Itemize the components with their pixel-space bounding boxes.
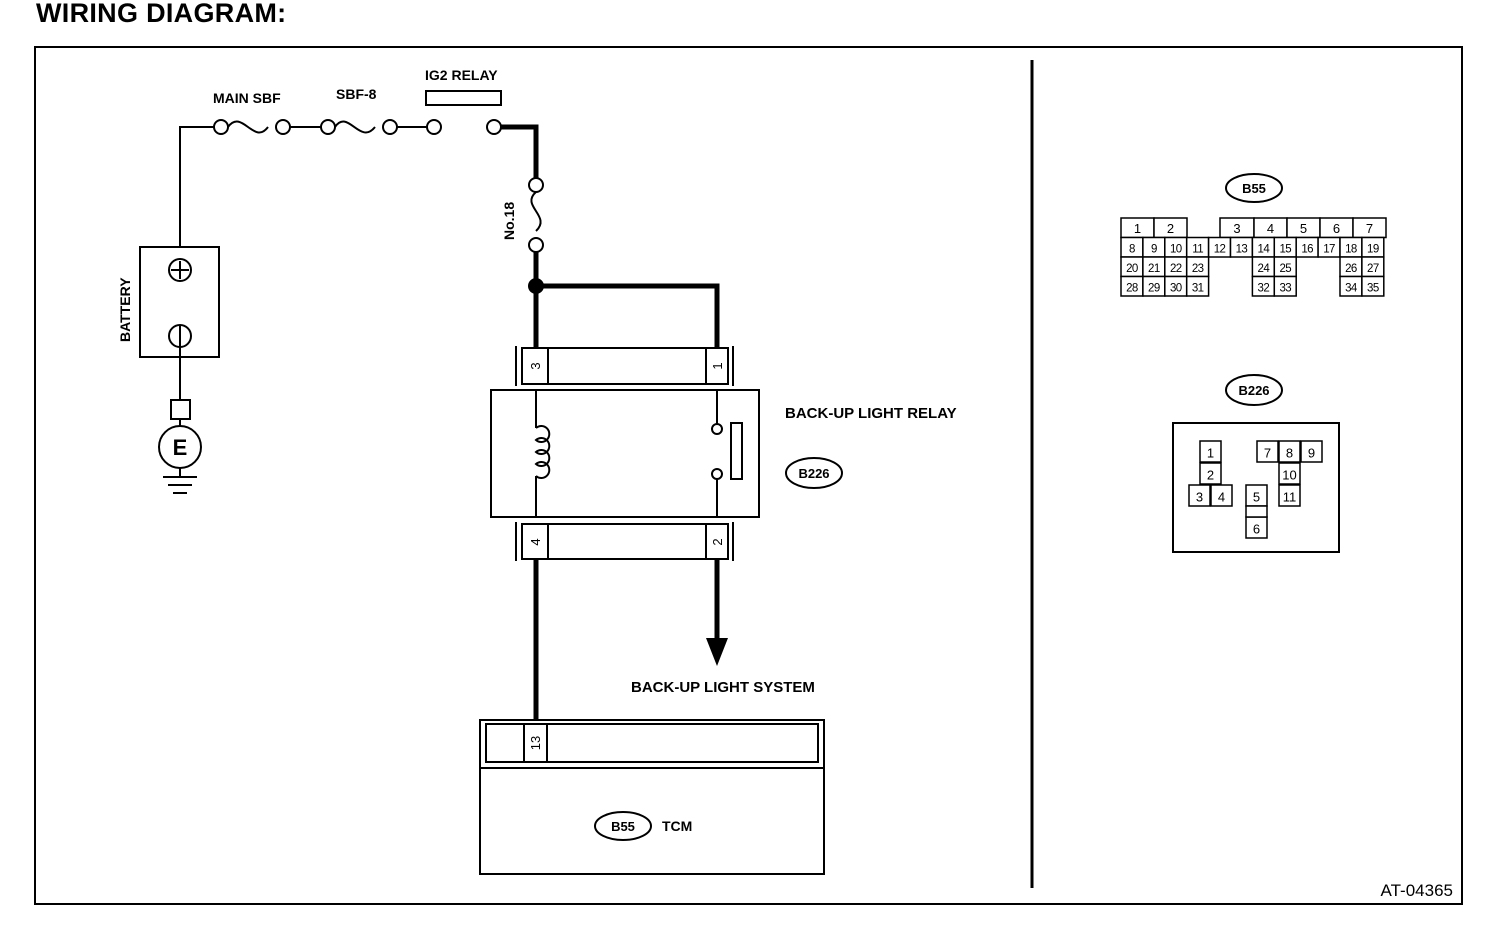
- pin-number: 1: [1207, 446, 1214, 461]
- pin-number: 22: [1170, 263, 1182, 275]
- tcm-connector-ref: B55: [611, 819, 635, 834]
- pin-number: 32: [1258, 283, 1270, 295]
- tcm-module: [479, 719, 825, 875]
- pin-number: 1: [1134, 221, 1141, 236]
- ig2-relay: [425, 90, 502, 135]
- relay-connector-ref: B226: [798, 466, 829, 481]
- relay-coil: [534, 425, 551, 479]
- fuse-no18-label: No.18: [501, 202, 517, 240]
- ground-symbol: [158, 399, 202, 494]
- pin-number: 18: [1345, 244, 1357, 256]
- connector-cavity: [1199, 440, 1222, 463]
- pin-number: 20: [1126, 263, 1138, 275]
- pin-number: 21: [1148, 263, 1160, 275]
- pin-number: 17: [1323, 244, 1335, 256]
- pin-number: 11: [1283, 490, 1297, 505]
- tcm-label: TCM: [662, 818, 692, 834]
- pin-number: 23: [1192, 263, 1204, 275]
- relay-switch-armature: [730, 422, 743, 480]
- b55-view-label: B55: [1242, 181, 1266, 196]
- ground-label: E: [173, 435, 188, 460]
- ig2-relay-label: IG2 RELAY: [425, 67, 498, 83]
- b226-view-label: B226: [1238, 383, 1269, 398]
- connector-cavity: [1188, 484, 1211, 507]
- connector-cavity: [1278, 484, 1301, 507]
- backup-light-relay: [490, 346, 760, 561]
- connector-cavity: [1361, 275, 1385, 297]
- fuse-no18: [528, 177, 544, 253]
- pin-number: 6: [1253, 522, 1260, 537]
- main-sbf-fuse: [213, 119, 291, 135]
- pin-number: 35: [1367, 283, 1379, 295]
- pin-number: 33: [1279, 283, 1291, 295]
- pin-number: 4: [1218, 490, 1225, 505]
- backup-light-relay-label: BACK-UP LIGHT RELAY: [785, 405, 957, 422]
- pin-number: 30: [1170, 283, 1182, 295]
- relay-pin-1: 1: [710, 362, 725, 369]
- connector-cavity: [1300, 440, 1323, 463]
- pin-number: 24: [1258, 263, 1271, 275]
- sbf-8-fuse: [320, 119, 398, 135]
- pin-number: 28: [1126, 283, 1138, 295]
- pin-number: 2: [1167, 221, 1174, 236]
- pin-number: 10: [1282, 468, 1296, 483]
- backup-light-system-label: BACK-UP LIGHT SYSTEM: [631, 679, 815, 696]
- pin-number: 15: [1279, 244, 1291, 256]
- connector-cavity: [1256, 440, 1279, 463]
- pin-number: 16: [1301, 244, 1313, 256]
- connector-cavity: [1278, 440, 1301, 463]
- relay-pin-4: 4: [528, 538, 543, 545]
- arrow-down-icon: [706, 638, 728, 666]
- battery-label: BATTERY: [117, 277, 133, 342]
- main-sbf-label: MAIN SBF: [213, 90, 281, 106]
- pin-number: 26: [1345, 263, 1357, 275]
- tcm-connector-badge: [594, 811, 652, 841]
- pin-number: 2: [1207, 468, 1214, 483]
- pin-number: 8: [1286, 446, 1293, 461]
- pin-number: 7: [1366, 221, 1373, 236]
- pin-number: 29: [1148, 283, 1160, 295]
- pin-number: 19: [1367, 244, 1379, 256]
- pin-number: 13: [1236, 244, 1248, 256]
- pin-number: 14: [1258, 244, 1271, 256]
- pin-number: 25: [1279, 263, 1291, 275]
- pin-number: 31: [1192, 283, 1204, 295]
- connector-cavity: [1185, 275, 1210, 297]
- pin-number: 8: [1129, 244, 1135, 256]
- pin-number: 3: [1196, 490, 1203, 505]
- page-title: WIRING DIAGRAM:: [36, 0, 287, 28]
- pin-number: 6: [1333, 221, 1340, 236]
- relay-pin-2: 2: [710, 538, 725, 545]
- pin-number: 27: [1367, 263, 1379, 275]
- tcm-pin-13: 13: [528, 736, 543, 750]
- pin-number: 5: [1253, 490, 1260, 505]
- pin-number: 12: [1214, 244, 1226, 256]
- connector-cavity: [1278, 462, 1301, 485]
- power-feed: [179, 90, 720, 348]
- connector-cavity: [1273, 275, 1297, 297]
- figure-reference: AT-04365: [1381, 881, 1453, 900]
- connector-cavity: [1210, 484, 1233, 507]
- relay-connector-badge: [785, 457, 843, 489]
- pin-number: 11: [1192, 244, 1203, 256]
- pin-number: 7: [1264, 446, 1271, 461]
- connector-cavity-empty: [1245, 505, 1268, 518]
- pin-number: 34: [1345, 283, 1358, 295]
- sbf-8-label: SBF-8: [336, 86, 377, 102]
- pin-number: 5: [1300, 221, 1307, 236]
- pin-number: 9: [1308, 446, 1315, 461]
- b226-view-badge: [1225, 374, 1283, 406]
- relay-pin-3: 3: [528, 362, 543, 369]
- pin-number: 4: [1267, 221, 1274, 236]
- pin-number: 3: [1233, 221, 1240, 236]
- pin-number: 10: [1170, 244, 1182, 256]
- connector-cavity: [1199, 462, 1222, 485]
- pin-number: 9: [1151, 244, 1157, 256]
- b55-view-badge: [1225, 173, 1283, 203]
- battery: [139, 246, 220, 358]
- diagram-frame: [34, 46, 1463, 905]
